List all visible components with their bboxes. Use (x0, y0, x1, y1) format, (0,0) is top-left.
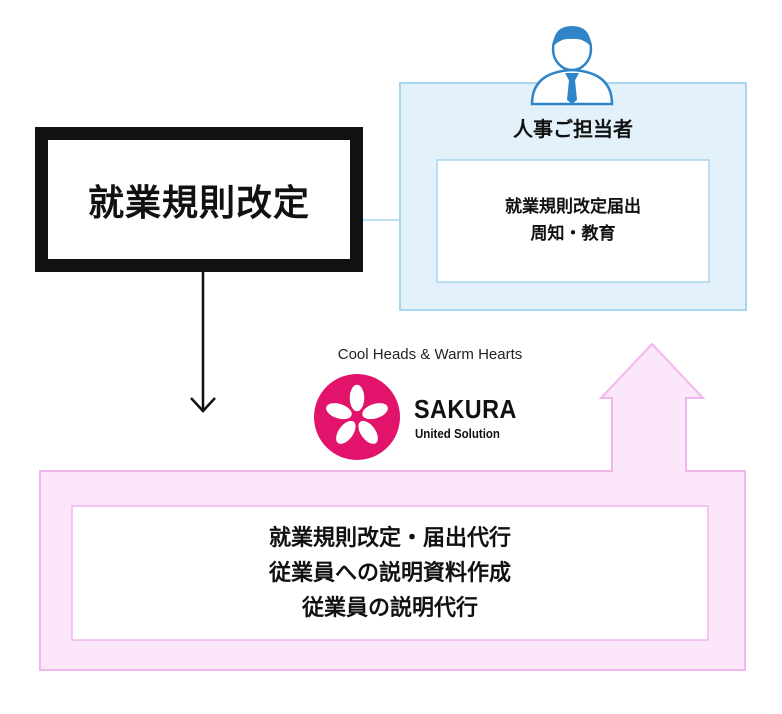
person-icon (530, 26, 614, 106)
logo-tagline: Cool Heads & Warm Hearts (337, 346, 523, 363)
hr-panel-title: 人事ご担当者 (513, 117, 633, 141)
hr-line: 周知・教育 (530, 224, 616, 244)
logo-name: SAKURA (414, 394, 517, 424)
service-line: 就業規則改定・届出代行 (268, 524, 511, 551)
sakura-flower-icon (314, 374, 400, 460)
hr-inner-text: 就業規則改定届出 周知・教育 (437, 160, 709, 282)
main-box: 就業規則改定 (35, 127, 363, 272)
down-arrow (190, 272, 216, 413)
logo-subtitle: United Solution (415, 427, 500, 441)
service-line: 従業員の説明代行 (301, 594, 478, 621)
hr-inner-box (436, 159, 710, 283)
service-inner-box (71, 505, 709, 641)
hr-line: 就業規則改定届出 (505, 197, 641, 217)
service-line: 従業員への説明資料作成 (268, 559, 511, 586)
service-text: 就業規則改定・届出代行 従業員への説明資料作成 従業員の説明代行 (72, 506, 708, 640)
main-box-label: 就業規則改定 (87, 182, 310, 224)
